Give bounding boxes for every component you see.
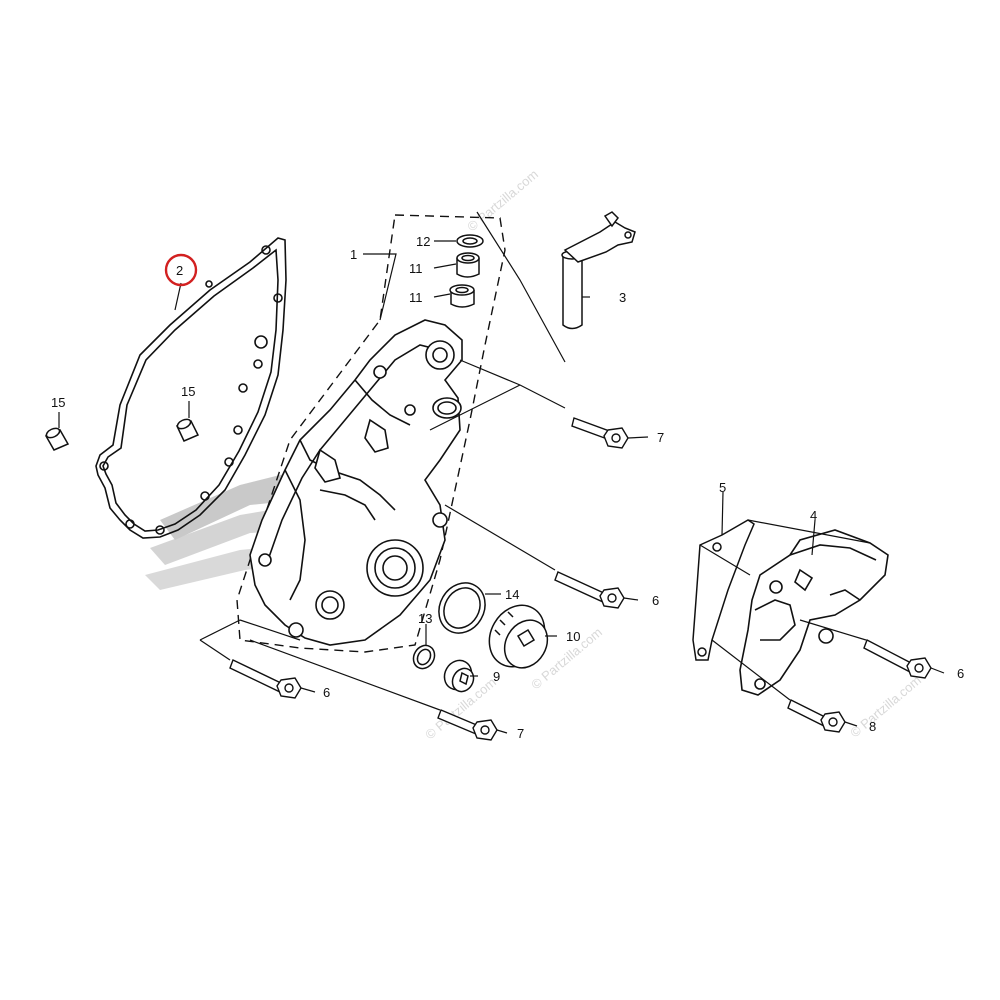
callout-label[interactable]: 6 — [957, 666, 964, 681]
flange-bolt-part[interactable] — [571, 417, 629, 449]
crankcase-cover-group-outline — [236, 214, 506, 653]
leader-lines — [58, 211, 945, 734]
crankcase-cover-part[interactable] — [249, 319, 463, 646]
callout-label[interactable]: 6 — [652, 593, 659, 608]
callout-label[interactable]: 1 — [350, 247, 357, 262]
crankshaft-hole-cap-part[interactable] — [439, 656, 477, 696]
callout-label[interactable]: 5 — [719, 480, 726, 495]
flange-bolt-part[interactable] — [229, 659, 302, 699]
flange-bolt-part[interactable] — [437, 709, 498, 741]
callout-label[interactable]: 12 — [416, 234, 430, 249]
callout-label[interactable]: 6 — [323, 685, 330, 700]
flange-bolt-part[interactable] — [554, 571, 625, 609]
dowel-pin-part[interactable] — [44, 426, 70, 451]
dowel-pin-part[interactable] — [175, 417, 200, 442]
needle-bearing-part[interactable] — [456, 252, 480, 278]
callout-label[interactable]: 11 — [409, 261, 423, 276]
callout-label[interactable]: 15 — [181, 384, 195, 399]
callout-label[interactable]: 13 — [418, 611, 432, 626]
callout-label[interactable]: 4 — [810, 508, 817, 523]
guard-plate-gasket-part[interactable] — [692, 519, 755, 661]
callout-label[interactable]: 14 — [505, 587, 519, 602]
callout-label[interactable]: 10 — [566, 629, 580, 644]
callout-label-highlighted[interactable]: 2 — [176, 263, 183, 278]
watermark-text: © Partzilla.com — [847, 672, 924, 740]
callout-label[interactable]: 9 — [493, 669, 500, 684]
watermark-text: © Partzilla.com — [464, 166, 541, 234]
callout-label[interactable]: 7 — [657, 430, 664, 445]
needle-bearing-part[interactable] — [449, 284, 475, 308]
oil-seal-part[interactable] — [456, 234, 484, 248]
highlight-ring — [164, 253, 198, 287]
callout-label[interactable]: 15 — [51, 395, 65, 410]
flange-bolt-part[interactable] — [863, 639, 932, 679]
sprocket-cover-part[interactable] — [739, 529, 889, 696]
callout-label[interactable]: 11 — [409, 290, 423, 305]
gasket-part[interactable] — [95, 237, 287, 539]
callout-label[interactable]: 8 — [869, 719, 876, 734]
callout-label[interactable]: 3 — [619, 290, 626, 305]
callout-label[interactable]: 7 — [517, 726, 524, 741]
shift-shaft-part[interactable] — [561, 211, 636, 330]
o-ring-part[interactable] — [430, 574, 494, 641]
timing-hole-cap-part[interactable] — [478, 595, 555, 676]
flange-bolt-part[interactable] — [787, 699, 846, 733]
callout-labels: 1 2 3 4 5 6 6 6 7 7 8 9 10 11 11 12 13 1… — [51, 234, 964, 741]
o-ring-small-part[interactable] — [409, 642, 438, 673]
